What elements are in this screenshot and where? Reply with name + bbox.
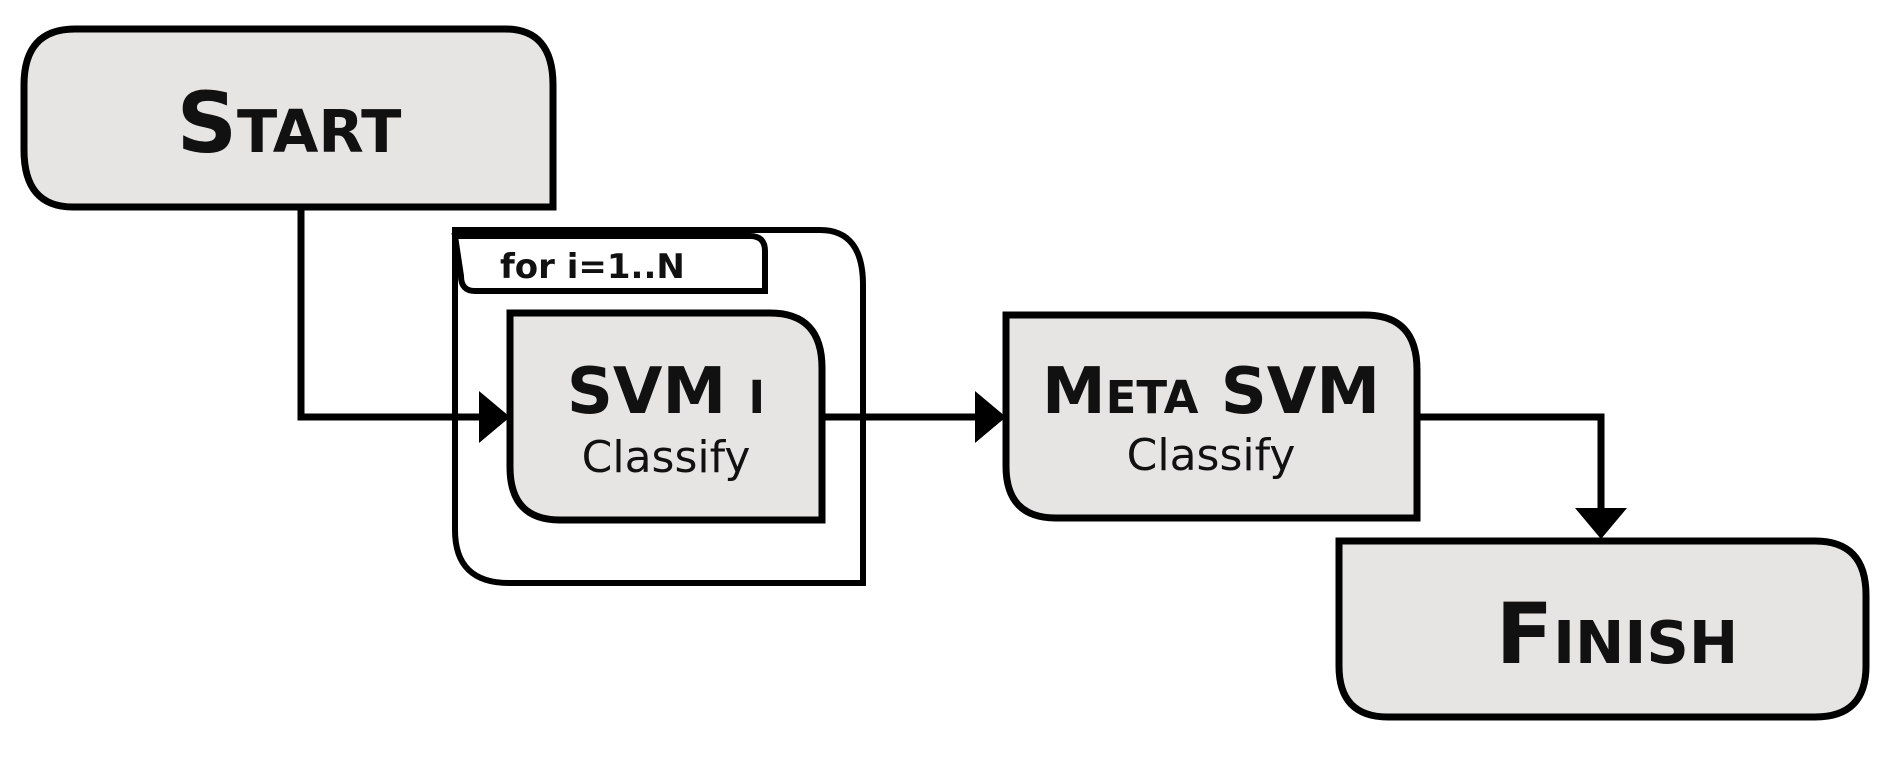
meta-svm-title: Meta SVM <box>1042 355 1380 429</box>
arrowhead-svm <box>479 391 510 443</box>
arrowhead-finish <box>1575 508 1627 539</box>
start-node <box>20 25 557 211</box>
meta-svm-node <box>1002 311 1421 522</box>
loop-label: for i=1..N <box>500 247 685 287</box>
svm-i-subtitle: Classify <box>582 432 751 483</box>
finish-node <box>1335 537 1870 721</box>
edge-meta-to-finish <box>1417 413 1605 509</box>
meta-svm-subtitle: Classify <box>1127 430 1296 481</box>
loop-tab <box>451 233 768 294</box>
finish-label: Finish <box>1496 585 1739 683</box>
edge-start-to-svm <box>297 208 482 421</box>
svm-i-title: SVM i <box>567 355 765 429</box>
loop-frame <box>452 227 866 586</box>
svm-i-node <box>506 309 826 524</box>
arrowhead-meta <box>975 391 1006 443</box>
start-label: Start <box>177 74 402 172</box>
